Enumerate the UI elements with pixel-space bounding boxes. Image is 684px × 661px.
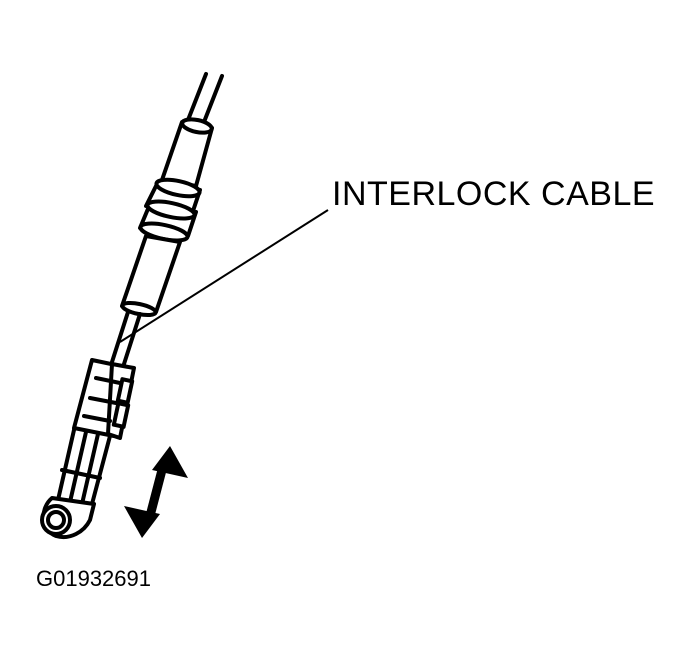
clip-fingers: [56, 428, 112, 506]
outer-cable: [186, 72, 224, 124]
grommet: [138, 177, 202, 243]
callout-leader-line: [119, 209, 329, 343]
figure-id-label: G01932691: [36, 566, 151, 591]
connector-housing: [72, 358, 136, 440]
double-headed-arrow-icon: [124, 446, 188, 538]
inner-core-wire: [110, 310, 142, 366]
interlock-cable-label: INTERLOCK CABLE: [332, 175, 656, 213]
cable-sleeve: [160, 117, 214, 188]
cable-eyelet: [40, 496, 96, 539]
cable-tube: [120, 234, 182, 318]
